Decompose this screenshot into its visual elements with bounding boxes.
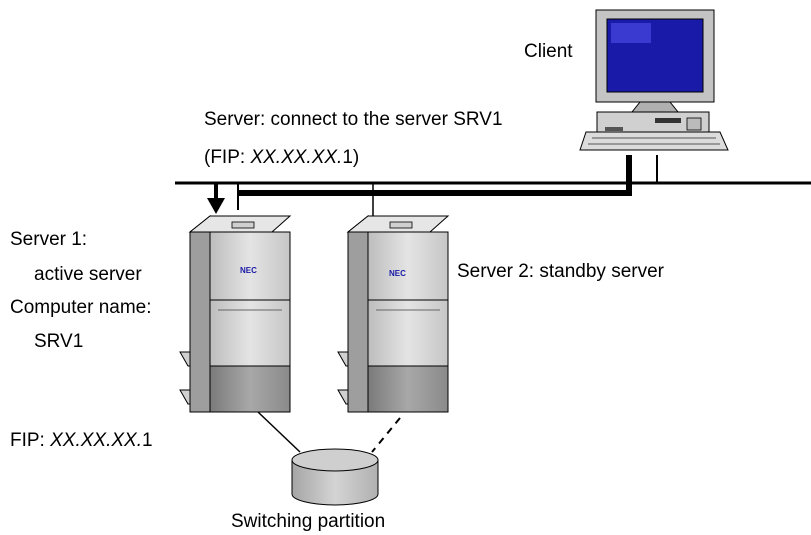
server2-disk-connection [371,417,401,453]
fip-address: XX.XX.XX. [50,430,142,451]
server1-tower-icon [179,214,292,413]
connect-instruction-line1: Server: connect to the server SRV1 [204,109,503,130]
server1-logo: NEC [240,266,257,275]
server1-computer-name: SRV1 [34,331,84,352]
shared-disk-icon [291,448,379,506]
access-arrow-head [207,198,225,214]
server2-logo: NEC [389,269,406,278]
server1-title: Server 1: [10,229,88,250]
switching-partition-label: Switching partition [231,511,386,532]
connect-instruction-line2: (FIP: XX.XX.XX.1) [204,147,359,169]
server1-computer-name-label: Computer name: [10,297,152,318]
connect-fip-prefix: (FIP: [204,147,251,168]
connect-fip-address: XX.XX.XX. [250,147,343,168]
server2-label: Server 2: standby server [457,261,664,282]
server1-disk-connection [257,411,301,453]
client-label: Client [524,41,573,62]
client-computer-icon [579,9,729,151]
fip-prefix: FIP: [10,430,51,451]
fip-suffix: 1 [142,430,153,451]
server1-role: active server [34,264,142,285]
server1-fip: FIP: XX.XX.XX.1 [10,430,153,452]
server2-tower-icon [337,214,450,413]
connect-fip-suffix: 1) [342,147,360,168]
